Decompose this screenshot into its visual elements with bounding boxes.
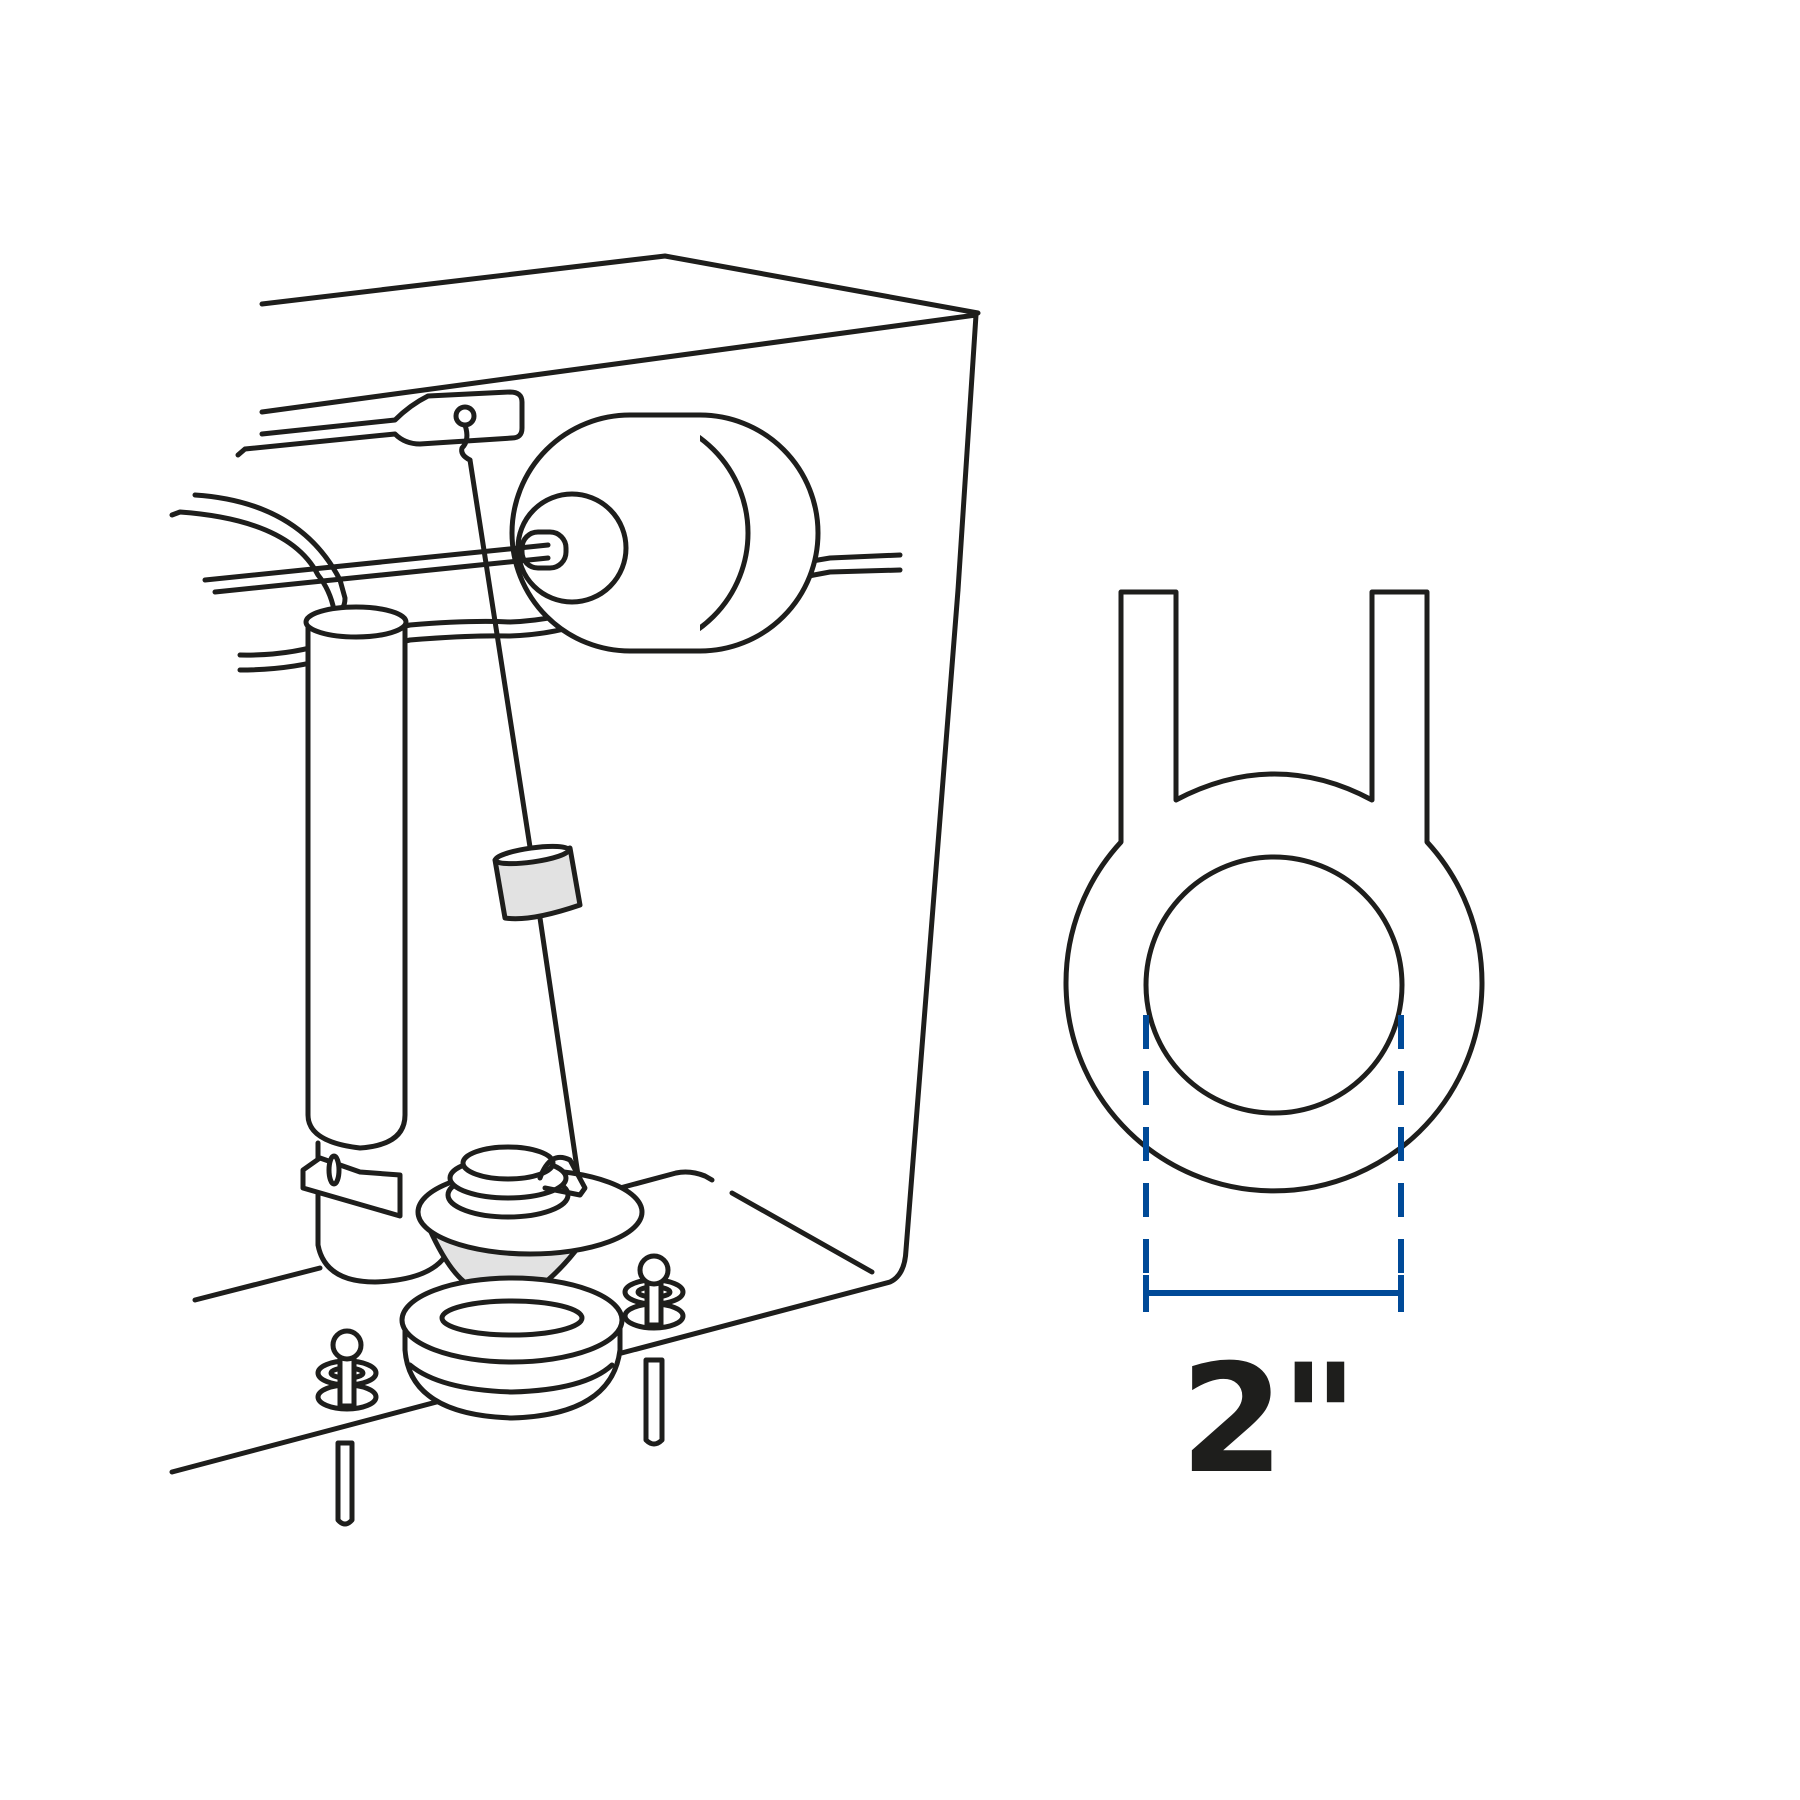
lift-chain xyxy=(467,457,583,1178)
tank-outline xyxy=(169,253,981,1475)
dimension-label: 2" xyxy=(1180,1333,1359,1507)
flapper xyxy=(300,1144,645,1294)
flapper-ring-detail xyxy=(1063,589,1485,1194)
flush-handle-lever xyxy=(235,389,525,463)
tank-bolt-right xyxy=(622,1253,686,1447)
fill-valve-float xyxy=(202,412,821,654)
overflow-tube xyxy=(303,604,449,1285)
flush-valve-seat xyxy=(399,1275,625,1421)
tank-bolt-left xyxy=(315,1328,379,1527)
refill-tube xyxy=(169,492,348,613)
dimension-marker xyxy=(1143,1015,1404,1312)
